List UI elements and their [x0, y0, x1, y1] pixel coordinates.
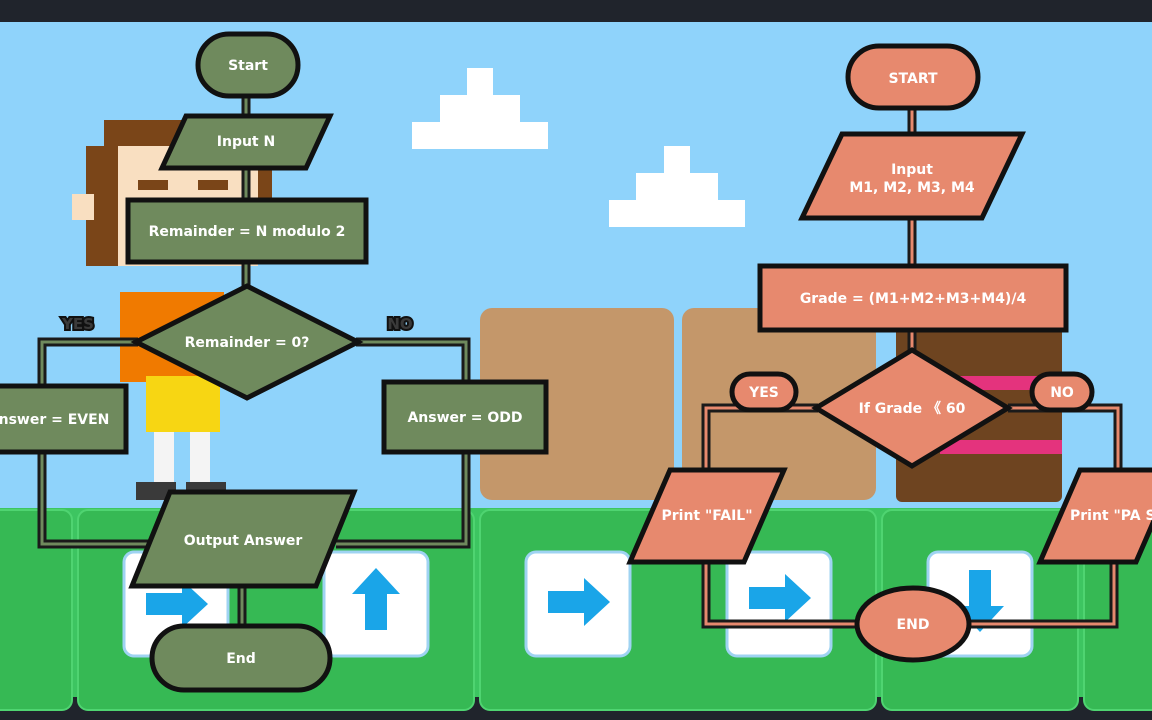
yes-result-node: [0, 383, 129, 455]
output-label: Output Answer: [184, 533, 303, 549]
cloud-icon: [609, 146, 745, 227]
input-node: [158, 113, 334, 171]
start-label: Start: [228, 58, 268, 74]
game-tile-2[interactable]: [322, 550, 430, 658]
decision-node: [130, 283, 364, 401]
process-node: [125, 197, 369, 265]
no-result-node: [381, 379, 549, 455]
yes-result-label: nswer = EVEN: [0, 412, 109, 428]
left-flowchart: Start Input N Remainder = N modulo 2 Rem…: [0, 31, 549, 693]
yes-label: YES: [61, 315, 94, 333]
start-node: [195, 31, 301, 99]
yes-label: YES: [748, 385, 779, 401]
input-label-line2: M1, M2, M3, M4: [849, 180, 975, 196]
no-result-label: Print "PA S: [1070, 508, 1152, 524]
decision-label: If Grade 《 60: [859, 401, 966, 417]
yes-result-node: [626, 467, 788, 565]
output-node: [128, 489, 358, 589]
process-label: Remainder = N modulo 2: [149, 224, 346, 240]
top-frame-bar: [0, 0, 1152, 22]
end-label: End: [226, 651, 256, 667]
end-node: [854, 585, 972, 663]
decision-node: [811, 347, 1013, 469]
start-node: [845, 43, 981, 111]
process-label: Grade = (M1+M2+M3+M4)/4: [800, 291, 1027, 307]
no-result-node: [1036, 467, 1152, 565]
game-tile-3[interactable]: [524, 550, 632, 658]
end-label: END: [897, 617, 930, 633]
input-node: [798, 131, 1026, 221]
start-label: START: [888, 71, 938, 87]
yes-result-label: Print "FAIL": [661, 508, 752, 524]
left-connectors-inner: [40, 96, 468, 626]
yes-badge: [729, 371, 799, 413]
right-flowchart: START Input M1, M2, M3, M4 Grade = (M1+M…: [626, 43, 1152, 663]
no-result-label: Answer = ODD: [407, 410, 522, 426]
no-label: NO: [1050, 385, 1074, 401]
process-node: [757, 263, 1069, 333]
no-label: NO: [387, 315, 412, 333]
game-tile-4[interactable]: [725, 550, 833, 658]
decision-label: Remainder = 0?: [185, 335, 310, 351]
input-label: Input N: [217, 134, 275, 150]
cloud-icon: [412, 68, 548, 149]
no-badge: [1029, 371, 1095, 413]
end-node: [149, 623, 333, 693]
input-label-line1: Input: [891, 162, 933, 178]
